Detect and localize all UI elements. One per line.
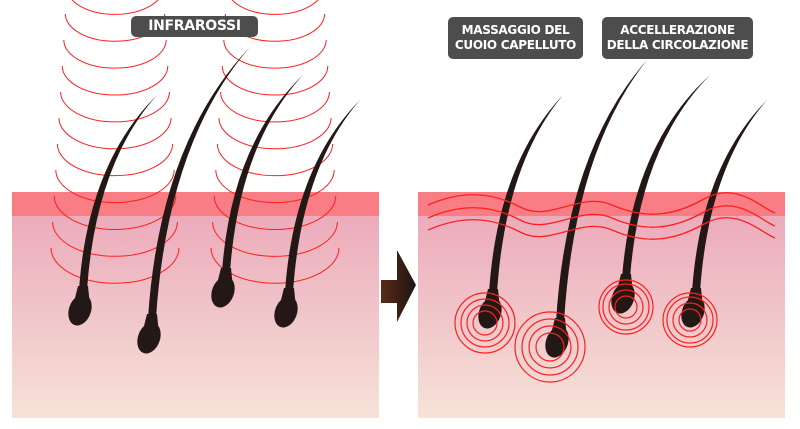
follicle-ring: [672, 302, 708, 338]
hair-shaft: [148, 47, 250, 318]
follicle-ring: [662, 292, 718, 348]
hair-root: [217, 268, 233, 288]
infrared-arc: [220, 91, 330, 123]
follicle-ring: [602, 283, 650, 331]
infrared-arc: [52, 221, 178, 257]
follicle-ring: [614, 295, 638, 319]
infrared-label-text: INFRAROSSI: [148, 18, 241, 34]
hair-root: [280, 288, 296, 308]
blood-flow-wave: [427, 217, 776, 240]
infrared-arc: [71, 0, 159, 15]
hair-root: [484, 289, 500, 309]
infrared-arc: [63, 39, 167, 69]
hair-shaft: [556, 60, 647, 322]
circulation-label-line2: DELLA CIRCOLAZIONE: [606, 38, 749, 52]
hair-shaft: [79, 95, 157, 290]
infrared-arc: [221, 65, 329, 96]
blood-flow-wave: [427, 192, 776, 215]
infrared-arc: [55, 169, 175, 204]
hair-root: [143, 314, 159, 334]
follicle-ring: [466, 304, 504, 342]
follicle-ring: [454, 292, 516, 354]
right-panel-skin: [418, 192, 785, 418]
infrared-arc: [56, 143, 174, 177]
blood-flow-wave: [427, 205, 776, 228]
follicle-ring: [528, 325, 572, 369]
infrared-arc: [231, 0, 319, 15]
follicle-ring: [678, 308, 702, 332]
hair-root: [74, 286, 90, 306]
circulation-waves: [427, 192, 776, 240]
left-panel-skin: [12, 192, 379, 418]
scalp-massage-label: MASSAGGIO DEL CUOIO CAPELLUTO: [448, 17, 583, 59]
follicle-ring: [608, 289, 644, 325]
follicle-ring: [521, 318, 579, 376]
infrared-arc: [215, 169, 335, 204]
follicle-rings: [454, 279, 718, 383]
infrared-arc: [216, 143, 334, 177]
scalp-massage-label-line2: CUOIO CAPELLUTO: [454, 38, 577, 52]
follicle-ring: [514, 311, 586, 383]
hair-shaft: [622, 75, 710, 278]
infrared-arc: [223, 39, 327, 69]
hair-shaft: [222, 75, 303, 272]
infrared-arc: [50, 247, 180, 284]
follicle-ring: [460, 298, 510, 348]
scalp-massage-label-line1: MASSAGGIO DEL: [461, 23, 570, 37]
infrared-arc: [210, 247, 340, 284]
circulation-label-line1: ACCELLERAZIONE: [620, 23, 735, 37]
infrared-arc: [60, 91, 170, 123]
arrow-right-icon: [381, 250, 416, 322]
follicle-ring: [598, 279, 654, 335]
infrared-arc: [58, 117, 172, 150]
infrared-arc: [218, 117, 332, 150]
follicle-ring: [666, 296, 714, 344]
circulation-label: ACCELLERAZIONE DELLA CIRCOLAZIONE: [602, 17, 753, 59]
hair-shaft: [489, 95, 563, 293]
infrared-arc: [212, 221, 338, 257]
follicle-ring: [535, 332, 565, 362]
follicle-ring: [472, 310, 498, 336]
infrared-arc: [213, 195, 337, 230]
infrared-arc: [61, 65, 169, 96]
hair-shaft: [692, 100, 767, 292]
infrared-label: INFRAROSSI: [131, 16, 258, 37]
hair-shaft: [285, 100, 360, 292]
